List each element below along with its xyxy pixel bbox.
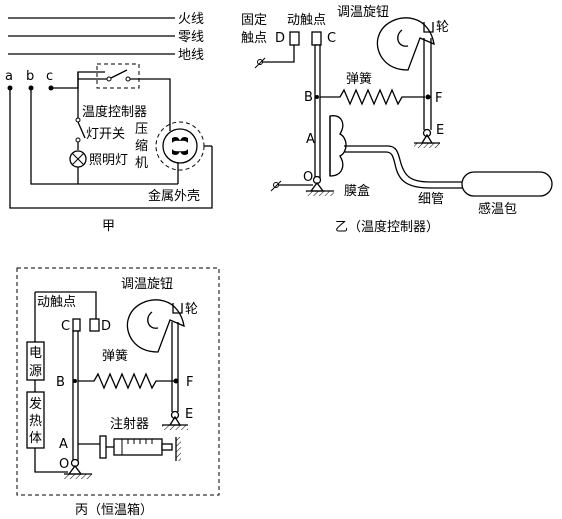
ground-wire-label: 地线 [178,48,204,63]
wheel-label-bing: 轮 [185,302,198,317]
capillary-tube-yi [344,145,470,183]
spring-yi [320,88,425,106]
moving-contact-bing [72,318,81,332]
cam-knob-bing [126,299,185,353]
label-O-bing: O [59,457,69,472]
label-E-bing: E [185,407,193,422]
label-F-bing: F [186,375,193,390]
power-supply-label-line2: 源 [29,364,42,379]
label-A-yi: A [306,132,315,147]
label-B-bing: B [56,375,65,390]
metal-shell-label: 金属外壳 [148,188,200,204]
temp-controller-label: 温度控制器 [82,104,147,120]
heater-label-line3: 体 [29,431,42,446]
label-E-yi: E [436,123,444,138]
bellows-icon-yi [329,115,347,177]
label-A-bing: A [59,437,68,452]
compressor-label-part3: 机 [135,156,148,171]
temp-controller-diagram-yi: 固定 触点 D 动触点 C B 弹簧 F 调温旋钮 轮 E A [241,5,553,235]
knob-label-yi: 调温旋钮 [337,5,389,20]
lamp-label: 照明灯 [89,153,128,168]
thermostat-box-frame [16,267,220,496]
fixed-contact-yi [289,31,300,46]
pivot-E-bing [170,410,180,420]
power-supply-label-line1: 电 [29,346,42,361]
caption-yi: 乙（温度控制器） [335,219,439,235]
bulb-label-yi: 感温包 [478,201,517,217]
capillary-label-yi: 细管 [418,192,444,207]
label-C-bing: C [61,319,70,334]
label-O-yi: O [303,170,313,185]
spring-label-bing: 弹簧 [102,348,128,364]
fixed-contact-label-line2: 触点 [241,31,267,46]
heater-label-line2: 热 [29,414,42,429]
spring-label-yi: 弹簧 [346,71,372,87]
wheel-icon-bing [172,303,183,314]
lever-bing [72,330,79,462]
fixed-contact-bing [89,318,100,332]
cam-knob-yi [376,17,435,71]
thermostat-box-diagram-bing: 调温旋钮 动触点 电 源 发 热 体 C D 弹簧 B F 轮 [16,267,220,518]
syringe-barrel [113,438,163,456]
pivot-E-yi [422,128,432,138]
sensor-bulb-yi [461,171,553,197]
heater-label-line1: 发 [29,396,42,412]
moving-contact-yi [311,31,322,46]
label-D-bing: D [101,319,111,334]
terminal-c-label: c [46,69,53,84]
live-wire-label: 火线 [178,12,204,27]
bellows-label-yi: 膜盒 [344,183,370,199]
fixed-contact-label-line1: 固定 [241,13,267,28]
syringe-label-bing: 注射器 [110,416,149,432]
lamp-switch-label: 灯开关 [86,127,125,142]
knob-label-bing: 调温旋钮 [121,277,173,292]
neutral-wire-label: 零线 [178,30,204,45]
label-D-yi: D [275,31,285,46]
circuit-diagram-jia: 火线 零线 地线 a b c 温度控制器 灯开关 [5,12,213,234]
caption-jia: 甲 [102,219,115,234]
wheel-label-yi: 轮 [436,20,449,35]
temp-controller-box [96,63,140,89]
label-F-yi: F [435,91,442,106]
temp-controller-switch [110,69,128,79]
label-C-yi: C [327,31,336,46]
compressor-label-part2: 缩 [135,138,148,154]
neutral-circuit-wire [30,88,178,185]
compressor-label-part1: 压 [135,122,148,137]
moving-contact-label-bing: 动触点 [37,295,76,310]
syringe-plunger-head [99,435,107,459]
compressor-label: 压 缩 机 [135,122,152,171]
label-B-yi: B [304,90,313,105]
ground-circuit-wire [9,88,213,209]
spring-bing [78,372,174,390]
terminal-b-label: b [26,69,34,84]
lamp-switch [77,121,86,139]
syringe-nozzle [161,443,173,451]
motor-icon [162,128,198,164]
moving-contact-label-yi: 动触点 [287,13,326,28]
lever-yi [314,44,321,181]
wheel-icon-yi [423,22,434,33]
caption-bing: 丙（恒温箱） [75,502,153,518]
terminal-a-label: a [5,69,13,84]
